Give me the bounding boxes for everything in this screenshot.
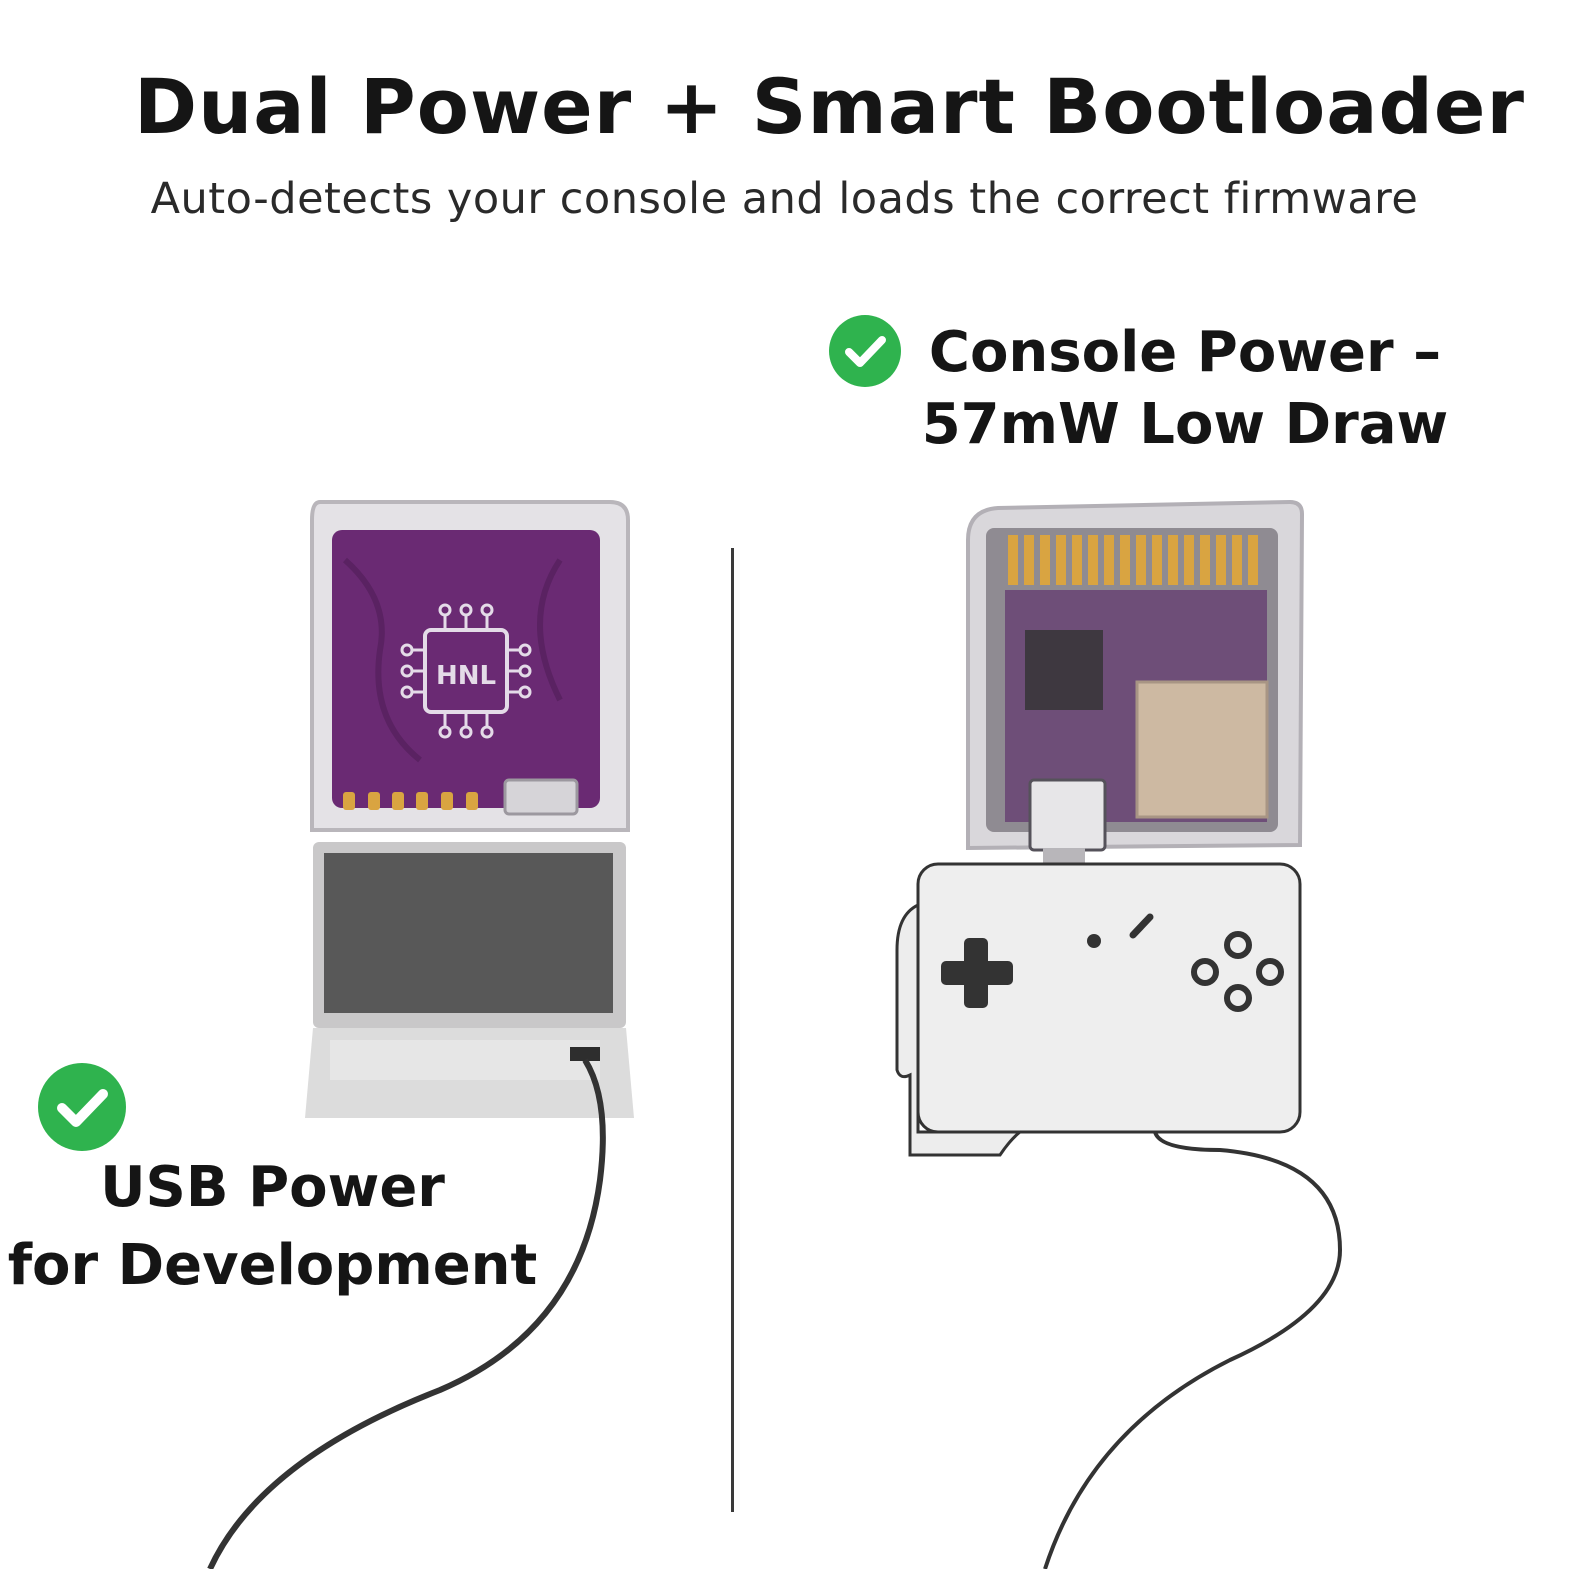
usb-cable [207, 1058, 606, 1569]
usb-power-line2: for Development [7, 1233, 538, 1298]
handheld-console-image [895, 862, 1302, 1157]
check-icon [38, 1063, 126, 1151]
check-icon [829, 315, 901, 387]
page-title: Dual Power + Smart Bootloader [134, 62, 1525, 151]
console-power-line2: 57mW Low Draw [921, 392, 1449, 457]
usb-power-line1: USB Power [100, 1155, 445, 1220]
center-divider [731, 548, 734, 1512]
chip-label: HNL [436, 661, 496, 691]
right-cartridge-image [966, 499, 1305, 864]
page-subtitle: Auto-detects your console and loads the … [150, 174, 1419, 224]
usb-power-label: USB Power for Development [0, 1160, 545, 1294]
laptop-image [305, 842, 634, 1118]
console-cable [1043, 1131, 1343, 1569]
console-power-line1: Console Power – [928, 320, 1442, 385]
left-cartridge-image: HNL [310, 500, 630, 832]
console-power-label: Console Power – 57mW Low Draw [905, 325, 1465, 453]
